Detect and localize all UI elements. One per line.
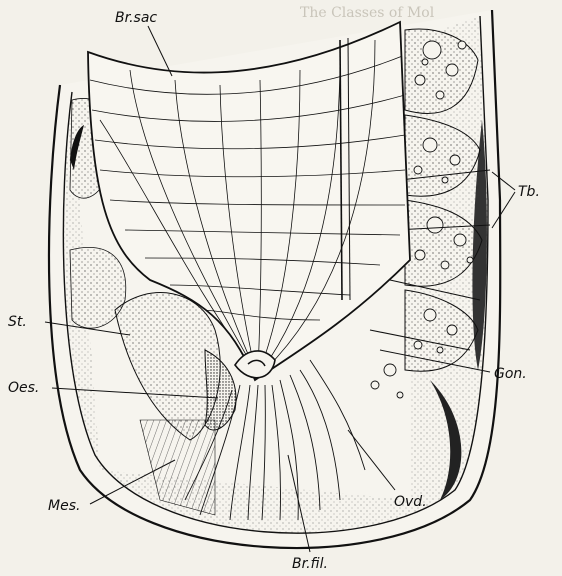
label-br-fil: Br.fil. bbox=[292, 556, 328, 572]
label-gon: Gon. bbox=[494, 366, 527, 382]
label-tb: Tb. bbox=[518, 184, 540, 200]
label-ovd: Ovd. bbox=[394, 494, 427, 510]
label-mes: Mes. bbox=[48, 498, 80, 514]
label-oes: Oes. bbox=[8, 380, 39, 396]
label-st: St. bbox=[8, 314, 27, 330]
label-br-sac: Br.sac bbox=[115, 10, 157, 26]
